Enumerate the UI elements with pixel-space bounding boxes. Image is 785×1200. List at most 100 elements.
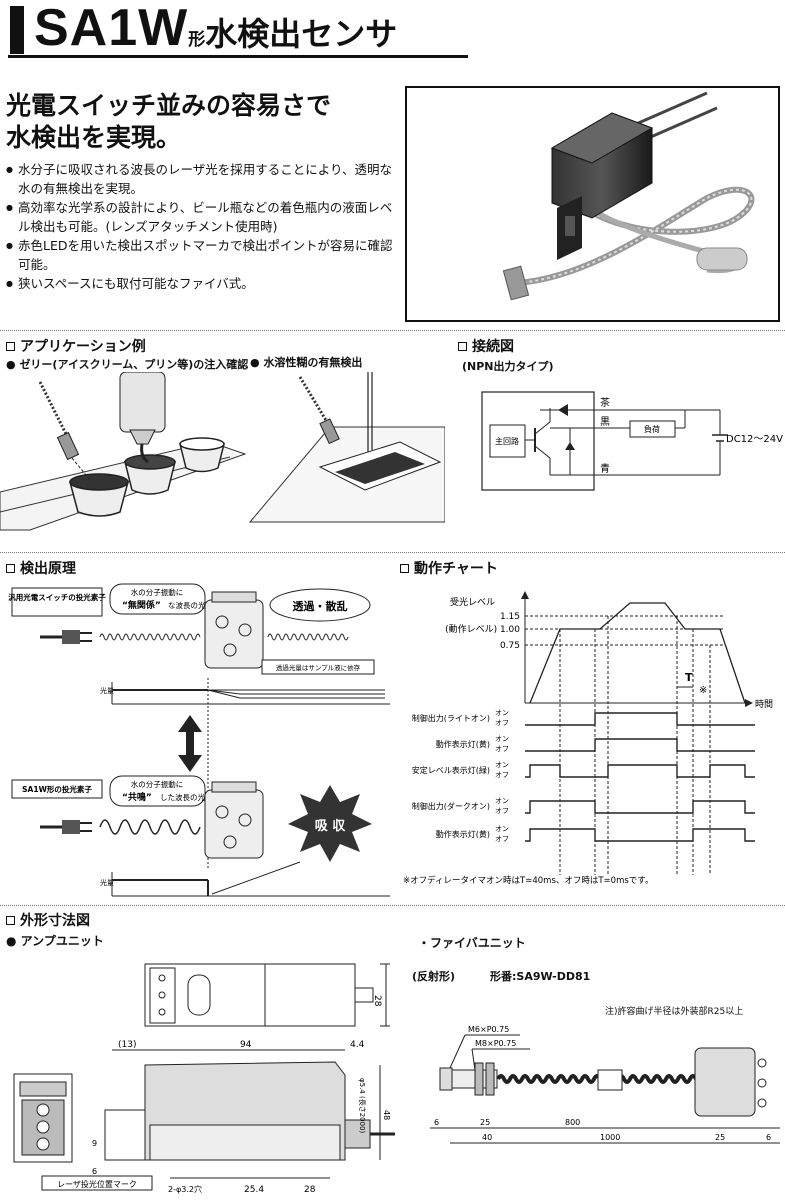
- generic-wave-line1: 水の分子振動に: [131, 587, 184, 597]
- t-label: T: [685, 671, 693, 684]
- page-title: SA1W形水検出センサ: [34, 0, 397, 58]
- amp-unit-text: アンプユニット: [20, 934, 104, 948]
- fiber-type-label: (反射形): [412, 970, 456, 983]
- connection-title: 接続図: [458, 336, 514, 356]
- plug-icon: [40, 820, 92, 834]
- timing-off-label: オフ: [495, 719, 509, 727]
- dim-28b: 28: [304, 1185, 316, 1195]
- application-illustration: [0, 371, 446, 540]
- dim-28: 28: [372, 995, 382, 1007]
- dim-m6: M6×P0.75: [468, 1025, 509, 1034]
- generic-wave-word: “無関係”: [122, 599, 161, 611]
- fdim-6: 6: [434, 1118, 439, 1127]
- timing-row-label: 制御出力(ダークオン): [412, 801, 490, 811]
- dim-94: 94: [240, 1040, 252, 1050]
- headline: 光電スイッチ並みの容易さで 水検出を実現。: [6, 90, 331, 154]
- double-arrow-icon: [178, 715, 202, 772]
- amp-dimension-drawing: 28 (13) 94 4.4 48 φ5.4 (長さ2000) 9 6 2-φ3…: [0, 950, 420, 1200]
- level-100: (動作レベル) 1.00: [445, 623, 520, 635]
- connection-subtitle: (NPN出力タイプ): [462, 360, 554, 373]
- dim-m8: M8×P0.75: [475, 1039, 516, 1048]
- level-075: 0.75: [500, 641, 520, 651]
- timing-off-label: オフ: [495, 745, 509, 753]
- title-model: SA1W: [34, 0, 189, 57]
- timing-on-label: オン: [495, 797, 509, 805]
- divider-2: [0, 552, 785, 553]
- timing-on-label: オン: [495, 735, 509, 743]
- dim-cable: φ5.4 (長さ2000): [358, 1078, 366, 1134]
- timing-on-label: オン: [495, 761, 509, 769]
- application-item-2-text: 水溶性糊の有無検出: [263, 356, 363, 369]
- timing-footnote: ※オフディレータイマオン時はT=40ms、オフ時はT=0msです。: [403, 875, 653, 885]
- timing-row-label: 安定レベル表示灯(緑): [412, 765, 490, 775]
- title-suffix-small: 形: [188, 30, 206, 50]
- timing-off-label: オフ: [495, 771, 509, 779]
- level-label: 受光レベル: [450, 596, 495, 608]
- timing-signal-line: [525, 738, 755, 752]
- fiber-note: 注)許容曲げ半径は外装部R25以上: [605, 1007, 744, 1017]
- fdim-1000: 1000: [600, 1133, 620, 1142]
- dim-254: 25.4: [244, 1185, 264, 1195]
- dimensions-title: 外形寸法図: [6, 910, 90, 930]
- wire-black-label: 黒: [600, 416, 610, 428]
- feature-item: 水分子に吸収される波長のレーザ光を採用することにより、透明な水の有無検出を実現。: [6, 160, 398, 198]
- application-item-1-text: ゼリー(アイスクリーム、プリン等)の注入確認: [19, 358, 249, 371]
- laser-mark-label: レーザ投光位置マーク: [57, 1179, 137, 1189]
- section-square-icon: [6, 915, 15, 925]
- timing-signal-line: [525, 712, 755, 726]
- headline-line1: 光電スイッチ並みの容易さで: [6, 91, 332, 120]
- connection-diagram: 主回路 茶 黒 青 負荷 DC12〜24V: [480, 380, 785, 495]
- main-circuit-label: 主回路: [495, 436, 519, 446]
- timing-chart: 受光レベル 1.15 (動作レベル) 1.00 0.75 時間 T ※ 制御出力…: [395, 585, 785, 886]
- title-suffix: 水検出センサ: [205, 15, 398, 53]
- timing-row-label: 制御出力(ライトオン): [412, 713, 490, 723]
- plug-icon: [40, 630, 92, 644]
- headline-line2: 水検出を実現。: [6, 123, 182, 152]
- fdim-25: 25: [480, 1118, 490, 1127]
- timing-on-label: オン: [495, 709, 509, 717]
- transmit-label: 透過・散乱: [293, 599, 348, 613]
- dim-44: 4.4: [350, 1040, 365, 1050]
- connection-title-text: 接続図: [472, 339, 514, 355]
- time-label: 時間: [755, 699, 773, 710]
- timing-title-text: 動作チャート: [414, 561, 498, 577]
- timing-on-label: オン: [495, 825, 509, 833]
- application-item-2: ● 水溶性糊の有無検出: [250, 356, 363, 369]
- dim-hole: 2-φ3.2穴: [168, 1184, 202, 1194]
- sa1w-wave-suffix: した波長の光: [160, 792, 205, 802]
- product-photo: [405, 86, 780, 322]
- divider-3: [0, 905, 785, 906]
- absorb-label: 吸 収: [315, 819, 347, 834]
- timing-signal-line: [525, 828, 755, 842]
- fiber-model-label: 形番:SA9W-DD81: [490, 970, 591, 983]
- generic-sensor-text: 汎用光電スイッチの投光素子: [8, 592, 106, 602]
- fdim-25b: 25: [715, 1133, 725, 1142]
- dim-13: (13): [118, 1040, 136, 1050]
- application-title-text: アプリケーション例: [20, 339, 146, 355]
- principle-diagram: 汎用光電スイッチの投光素子 水の分子振動に “無関係” な波長の光 透過・散乱 …: [0, 580, 395, 905]
- sa1w-sensor-label: SA1W形の投光素子: [22, 784, 92, 794]
- fdim-6b: 6: [766, 1133, 771, 1142]
- timing-row-label: 動作表示灯(黄): [436, 739, 490, 749]
- feature-item: 狭いスペースにも取付可能なファイバ式。: [6, 274, 398, 293]
- timing-title: 動作チャート: [400, 558, 498, 578]
- dimensions-title-text: 外形寸法図: [20, 913, 90, 929]
- principle-title: 検出原理: [6, 558, 76, 578]
- note-mark: ※: [699, 685, 707, 696]
- title-accent-bar: [10, 6, 24, 54]
- timing-signal-line: [525, 764, 755, 778]
- feature-list: 水分子に吸収される波長のレーザ光を採用することにより、透明な水の有無検出を実現。…: [6, 160, 398, 293]
- dim-6: 6: [92, 1167, 97, 1176]
- fiber-unit-label: ・ファイバユニット: [418, 936, 526, 950]
- wire-brown-label: 茶: [600, 396, 610, 409]
- sa1w-wave-line1: 水の分子振動に: [131, 779, 184, 789]
- application-item-1: ● ゼリー(アイスクリーム、プリン等)の注入確認: [6, 358, 249, 371]
- generic-sensor-label: 汎用光電スイッチの投光素子: [8, 592, 106, 602]
- timing-signal-line: [525, 800, 755, 814]
- fdim-800: 800: [565, 1118, 580, 1127]
- level-115: 1.15: [500, 612, 520, 622]
- transmit-note: 透過光量はサンプル液に依存: [276, 663, 361, 672]
- load-label: 負荷: [644, 424, 660, 434]
- amp-unit-label: ● アンプユニット: [6, 934, 104, 948]
- feature-item: 赤色LEDを用いた検出スポットマーカで検出ポイントが容易に確認可能。: [6, 236, 398, 274]
